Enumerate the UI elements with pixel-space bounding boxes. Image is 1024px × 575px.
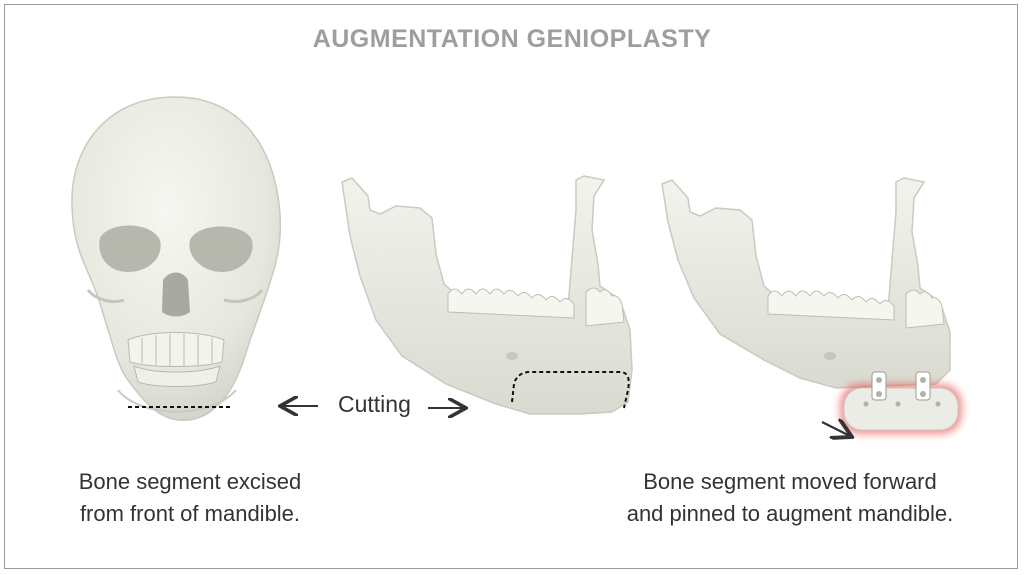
skull-illustration xyxy=(71,96,282,421)
caption-left-line-2: from front of mandible. xyxy=(79,501,301,526)
mandible-cut-illustration xyxy=(341,175,633,415)
arrow-forward-icon xyxy=(821,422,850,436)
mandible-augmented-illustration xyxy=(661,177,962,436)
caption-right: Bone segment moved forward and pinned to… xyxy=(590,466,990,530)
caption-right-line-1: Bone segment moved forward xyxy=(643,469,937,494)
cutting-label: Cutting xyxy=(338,391,411,417)
caption-right-line-2: and pinned to augment mandible. xyxy=(626,501,954,526)
caption-left-line-1: Bone segment excised xyxy=(78,469,302,494)
diagram-title: AUGMENTATION GENIOPLASTY xyxy=(312,25,712,53)
caption-left: Bone segment excised from front of mandi… xyxy=(40,466,340,530)
